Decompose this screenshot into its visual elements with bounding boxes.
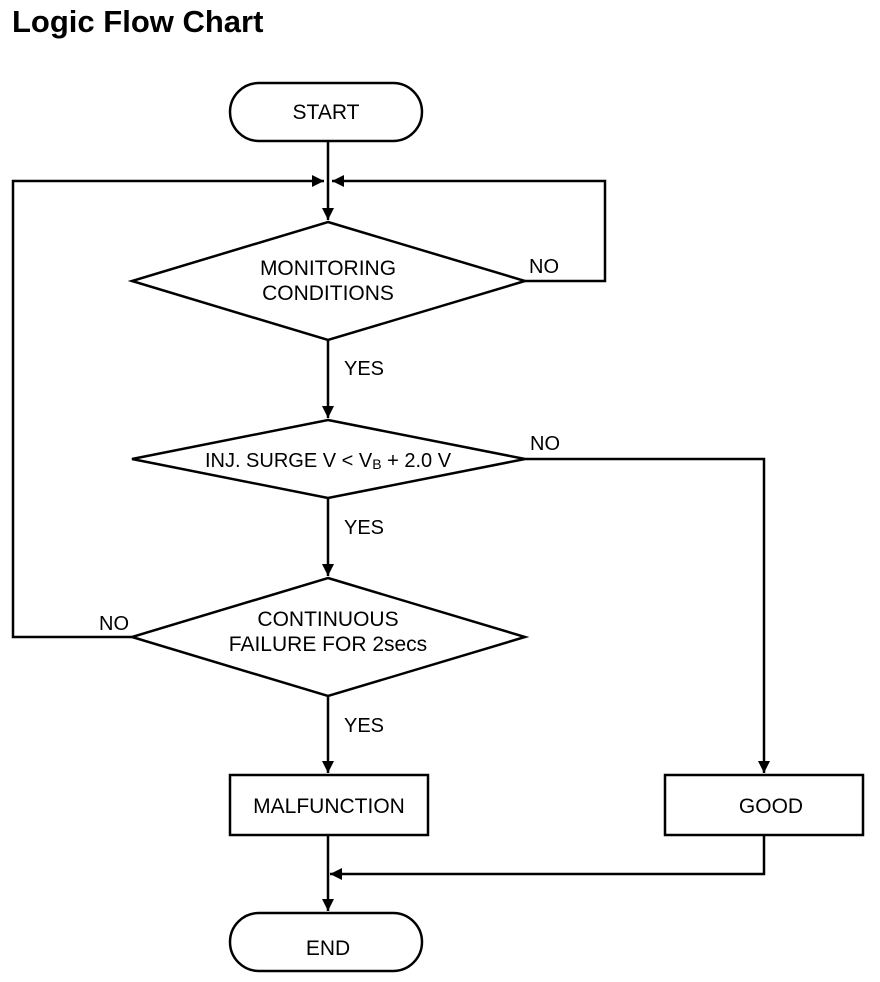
connector-monitoring-no-loop bbox=[332, 175, 607, 283]
surge-yes-label: YES bbox=[344, 517, 384, 539]
monitoring-label-line2: CONDITIONS bbox=[262, 282, 394, 305]
continuous-label-line1: CONTINUOUS bbox=[257, 608, 398, 631]
connector-good-merge bbox=[330, 835, 766, 880]
connector-continuous-no-loop bbox=[11, 175, 324, 639]
surge-prefix: INJ. SURGE V < V bbox=[205, 450, 373, 472]
continuous-no-label: NO bbox=[99, 613, 129, 635]
continuous-yes-label: YES bbox=[344, 715, 384, 737]
start-label: START bbox=[293, 101, 360, 124]
monitoring-no-label: NO bbox=[529, 256, 559, 278]
end-terminator bbox=[228, 911, 424, 973]
surge-suffix: + 2.0 V bbox=[382, 450, 452, 472]
end-label: END bbox=[306, 937, 350, 960]
monitoring-yes-label: YES bbox=[344, 358, 384, 380]
page-title: Logic Flow Chart bbox=[12, 4, 264, 39]
start-terminator bbox=[228, 81, 424, 143]
good-label: GOOD bbox=[739, 795, 803, 818]
surge-subscript: B bbox=[372, 456, 381, 472]
monitoring-label-line1: MONITORING bbox=[260, 257, 396, 280]
malfunction-label: MALFUNCTION bbox=[253, 795, 405, 818]
surge-condition-label: INJ. SURGE V < VB + 2.0 V bbox=[205, 450, 452, 472]
connector-surge-no bbox=[525, 457, 770, 773]
continuous-label-line2: FAILURE FOR 2secs bbox=[229, 633, 427, 656]
monitoring-conditions-decision bbox=[127, 220, 530, 342]
surge-no-label: NO bbox=[530, 433, 560, 455]
